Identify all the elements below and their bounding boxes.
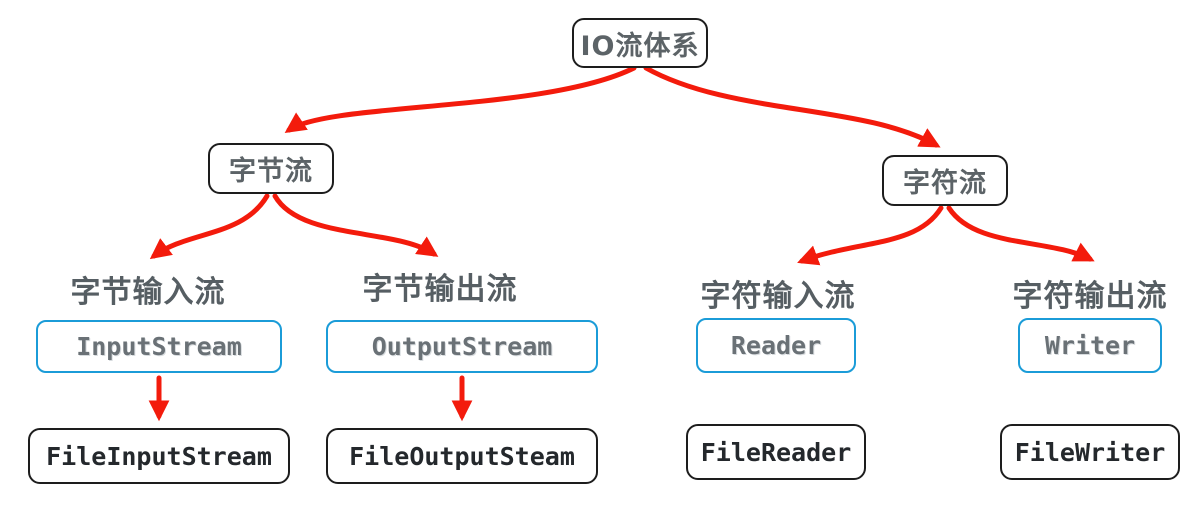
- branch-node-char-stream: 字符流: [882, 155, 1008, 206]
- arrow-char-stream-to-char-output: [946, 205, 1095, 262]
- caption-byte-input-stream: 字节输入流: [70, 275, 226, 310]
- caption-char-input-stream: 字符输入流: [700, 279, 856, 314]
- arrow-root-to-char-stream: [643, 65, 941, 148]
- arrow-char-stream-to-char-input: [797, 205, 944, 266]
- root-node-io-stream-system: IO流体系: [572, 18, 708, 68]
- impl-box-fileinputstream: FileInputStream: [28, 428, 290, 484]
- caption-byte-output-stream: 字节输出流: [362, 272, 518, 307]
- class-box-reader: Reader: [696, 318, 856, 373]
- caption-char-output-stream: 字符输出流: [1012, 279, 1168, 314]
- class-box-writer: Writer: [1018, 318, 1162, 373]
- impl-box-filereader: FileReader: [686, 424, 866, 480]
- impl-box-fileoutputsteam: FileOutputSteam: [326, 428, 598, 484]
- branch-node-byte-stream: 字节流: [208, 143, 334, 194]
- impl-box-filewriter: FileWriter: [1000, 424, 1180, 480]
- class-box-outputstream: OutputStream: [326, 320, 598, 373]
- arrow-byte-stream-to-byte-input: [149, 193, 270, 260]
- arrow-byte-stream-to-byte-output: [272, 193, 439, 257]
- class-box-inputstream: InputStream: [36, 320, 282, 373]
- arrow-root-to-byte-stream: [284, 65, 637, 133]
